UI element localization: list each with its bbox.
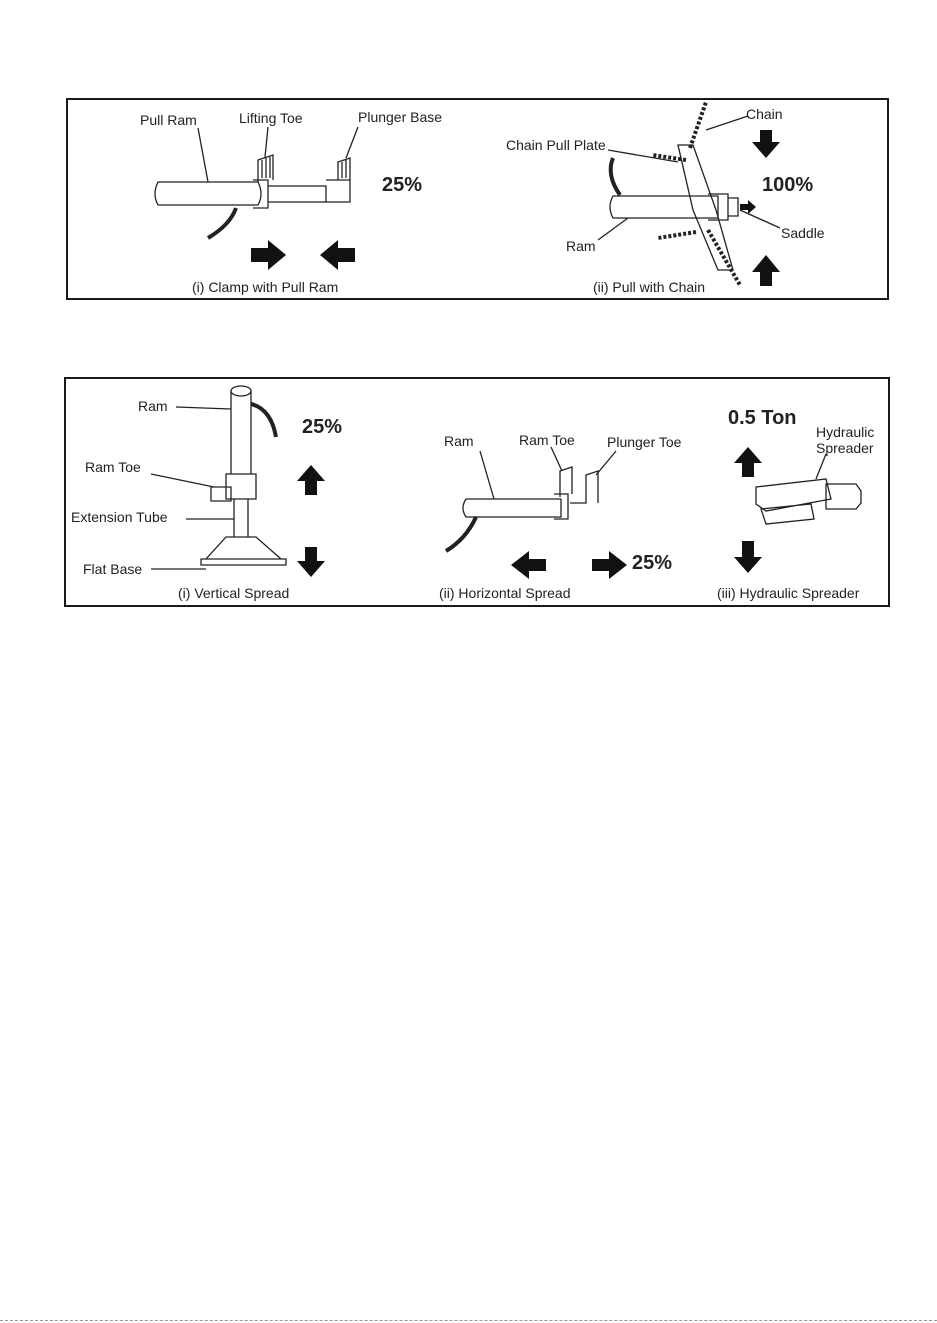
label-plunger-base: Plunger Base (358, 109, 442, 125)
arrow-right-1 (251, 240, 286, 270)
chain-lower-left (658, 232, 696, 238)
arrow-left-horizontal (511, 551, 546, 579)
label-chain-pull-plate: Chain Pull Plate (506, 137, 606, 153)
label-chain: Chain (746, 106, 783, 122)
label-ram-horizontal: Ram (444, 433, 474, 449)
caption-horizontal: (ii) Horizontal Spread (439, 585, 571, 601)
label-ram-toe-horizontal: Ram Toe (519, 432, 575, 448)
value-horizontal-pct: 25% (632, 552, 672, 574)
value-spreader-rating: 0.5 Ton (728, 407, 797, 429)
hydraulic-spreader (756, 479, 861, 524)
caption-chain: (ii) Pull with Chain (593, 279, 705, 295)
page-bottom-edge (0, 1320, 937, 1321)
hose-2 (611, 158, 620, 195)
label-hydraulic-spreader: Hydraulic Spreader (816, 424, 886, 456)
pull-diagram-drawing (68, 100, 891, 302)
extension-tube (234, 499, 248, 537)
value-clamp-pct: 25% (382, 174, 422, 196)
label-ram-vertical: Ram (138, 398, 168, 414)
label-lifting-toe: Lifting Toe (239, 110, 303, 126)
plunger-rod (268, 186, 326, 202)
arrow-right-horizontal (592, 551, 627, 579)
arrow-up-spreader (734, 447, 762, 477)
label-extension-tube: Extension Tube (71, 509, 168, 525)
flat-base (201, 537, 286, 565)
chain-upper (690, 102, 706, 148)
spread-diagram-panel: Ram 25% Ram Toe Extension Tube Flat Base… (64, 377, 890, 607)
ram-toe-vertical (211, 474, 256, 501)
caption-vertical: (i) Vertical Spread (178, 585, 289, 601)
hose-1 (208, 208, 236, 238)
label-plunger-toe: Plunger Toe (607, 434, 681, 450)
ram-2-body (610, 196, 718, 218)
ram-toe-horizontal (554, 467, 572, 519)
arrow-down-chain (752, 130, 780, 158)
caption-clamp: (i) Clamp with Pull Ram (192, 279, 338, 295)
label-flat-base: Flat Base (83, 561, 142, 577)
saddle (708, 194, 738, 220)
pull-ram-body (155, 182, 261, 205)
value-vertical-pct: 25% (302, 416, 342, 438)
label-pull-ram: Pull Ram (140, 112, 197, 128)
caption-spreader: (iii) Hydraulic Spreader (717, 585, 859, 601)
ram-vertical (231, 391, 251, 474)
pull-diagram-panel: Pull Ram Lifting Toe Plunger Base 25% (i… (66, 98, 889, 300)
value-chain-pct: 100% (762, 174, 813, 196)
ram-horizontal (463, 499, 561, 517)
arrow-up-vertical (297, 465, 325, 495)
chain-pull-plate (678, 145, 733, 270)
arrow-down-spreader (734, 541, 762, 573)
arrow-up-chain (752, 255, 780, 286)
hose-vertical (251, 404, 276, 437)
plunger-toe-horizontal (570, 471, 598, 503)
label-ram-toe-vertical: Ram Toe (85, 459, 141, 475)
hose-horizontal (446, 517, 476, 551)
label-ram: Ram (566, 238, 596, 254)
label-saddle: Saddle (781, 225, 825, 241)
arrow-down-vertical (297, 547, 325, 577)
arrow-right-small (740, 200, 756, 214)
arrow-left-1 (320, 240, 355, 270)
